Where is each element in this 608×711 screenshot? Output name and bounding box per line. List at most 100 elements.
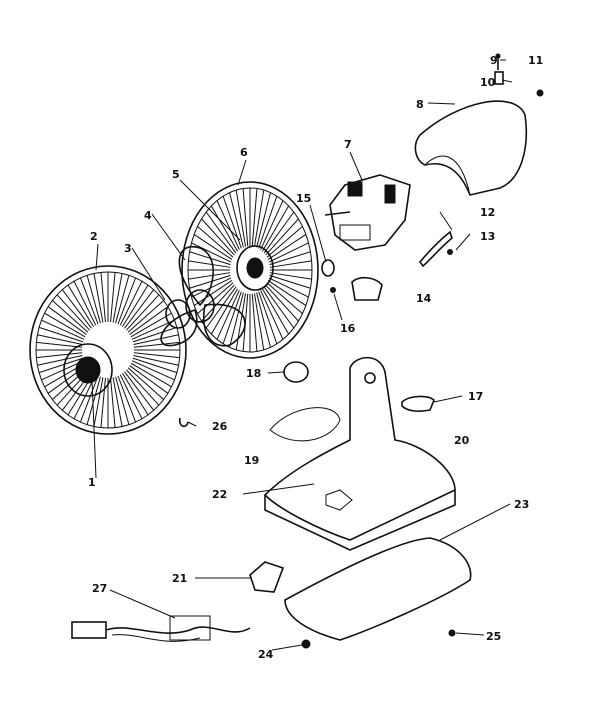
callout-22: 22 (212, 488, 227, 501)
rear-housing (414, 100, 528, 196)
grille-spoke (201, 284, 235, 322)
grille-spoke (251, 188, 258, 247)
callout-4: 4 (144, 209, 152, 222)
grille-spoke (112, 377, 123, 427)
grille-spoke (86, 376, 101, 425)
grille-spoke (67, 284, 94, 327)
grille-spoke (132, 326, 178, 343)
grille-spoke (193, 279, 233, 306)
plate-21 (249, 561, 285, 593)
grille-spoke (253, 189, 265, 247)
grille-spoke (193, 234, 233, 261)
grille-spoke (188, 272, 231, 280)
grille-spoke (119, 280, 143, 326)
grille-spoke (93, 273, 104, 323)
callout-21: 21 (172, 572, 187, 585)
grille-spoke (235, 293, 247, 351)
grille-spoke (79, 277, 99, 325)
grille-spoke (132, 357, 178, 374)
screw-13 (447, 249, 453, 255)
grille-spoke (38, 326, 84, 343)
grille-spoke (79, 375, 99, 423)
grille-spoke (100, 377, 106, 428)
grille-spoke (269, 274, 311, 289)
front-grille (29, 265, 187, 435)
grille-spoke (260, 290, 284, 340)
grille-spoke (127, 300, 164, 333)
callout-24: 24 (258, 648, 274, 661)
grille-spoke (191, 242, 232, 263)
grille-spoke (133, 341, 180, 348)
grille-spoke (222, 291, 242, 345)
screw-25 (448, 629, 456, 637)
grille-spoke (197, 282, 234, 315)
grille-spoke (197, 225, 234, 258)
callout-5: 5 (172, 168, 180, 181)
grille-spoke (130, 362, 172, 388)
grille-spoke (263, 211, 295, 254)
grille-spoke (122, 284, 149, 327)
callout-19: 19 (244, 454, 259, 467)
grille-spoke (263, 286, 295, 329)
grille-spoke (262, 288, 290, 335)
grille-spoke (235, 189, 247, 247)
grille-spoke (47, 306, 87, 335)
callout-11: 11 (528, 54, 543, 67)
grille-spoke (38, 357, 84, 374)
grille-spoke (130, 312, 172, 338)
grille-spoke (37, 334, 83, 346)
grille-spoke (188, 260, 231, 268)
callout-26: 26 (212, 420, 228, 433)
callout-25: 25 (486, 630, 501, 643)
grille-spoke (253, 293, 265, 351)
grille-spoke (124, 371, 155, 411)
grille-spoke (256, 292, 271, 348)
grille-spoke (52, 300, 89, 333)
grille-spoke (41, 319, 85, 340)
grille-spoke (222, 195, 242, 249)
grille-spoke (269, 272, 312, 280)
grille-spoke (258, 195, 278, 249)
grille-spoke (133, 352, 180, 359)
grille-spoke (267, 234, 307, 261)
grille-spoke (117, 375, 137, 423)
spinner (165, 299, 191, 329)
grille-spoke (44, 312, 86, 338)
grille-spoke (100, 272, 106, 323)
knob-18 (283, 361, 309, 383)
cap-17 (401, 395, 435, 412)
switch-14 (351, 276, 383, 301)
grille-spoke (201, 218, 235, 256)
grille-spoke (267, 279, 307, 306)
grille-spoke (36, 341, 83, 348)
callout-14: 14 (416, 292, 432, 305)
screw-26 (178, 417, 189, 428)
grille-spoke (265, 218, 299, 256)
callout-12: 12 (480, 206, 495, 219)
grille-spoke (133, 334, 179, 346)
grille-spoke (129, 306, 169, 335)
grille-spoke (119, 374, 143, 420)
grille-spoke (117, 277, 137, 325)
grille-spoke (268, 242, 309, 263)
callout-16: 16 (340, 322, 356, 335)
grille-spoke (210, 205, 238, 252)
callout-10: 10 (480, 76, 496, 89)
grille-spoke (216, 290, 240, 340)
grille-spoke (242, 188, 249, 247)
grille-spoke (210, 288, 238, 335)
base-stand (263, 356, 456, 551)
grille-spoke (189, 274, 231, 289)
grille-spoke (126, 294, 160, 331)
grille-spoke (205, 211, 237, 254)
rear-grille (181, 181, 319, 359)
fan-blade (160, 245, 246, 347)
washer-15 (321, 259, 335, 277)
grille-spoke (110, 377, 116, 428)
grille-spoke (127, 367, 164, 400)
callout-9: 9 (490, 54, 498, 67)
grille-spoke (37, 354, 83, 366)
grille-spoke (266, 282, 303, 315)
grille-spoke (112, 273, 123, 323)
